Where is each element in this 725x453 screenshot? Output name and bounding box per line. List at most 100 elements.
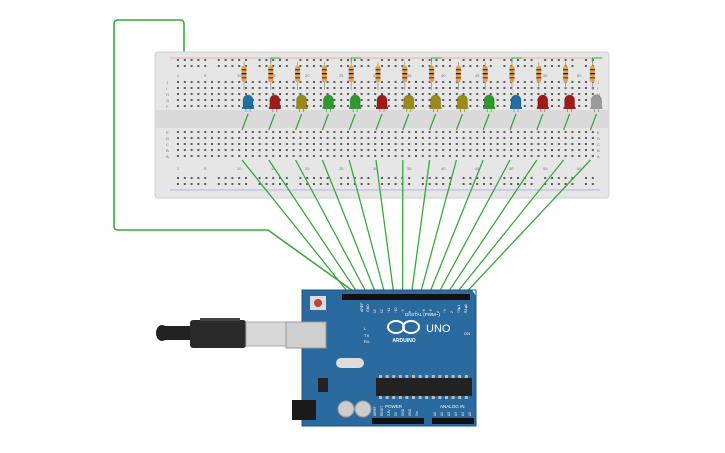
row-letter: E: [166, 130, 169, 135]
column-number: 10: [237, 73, 242, 78]
board-model-label: UNO: [426, 323, 451, 335]
power-pin-label: 3.3V: [387, 409, 391, 416]
row-letter: H: [166, 92, 169, 97]
arduino-logo-text: ARDUINO: [392, 338, 415, 344]
row-letter: D: [597, 136, 600, 141]
microcontroller-chip: [376, 375, 472, 399]
column-number: 10: [237, 166, 242, 171]
row-letter: E: [597, 130, 600, 135]
usb-port: [285, 321, 327, 349]
led[interactable]: [349, 94, 361, 109]
jumper-wire[interactable]: [427, 113, 490, 297]
jumper-wire[interactable]: [401, 113, 410, 297]
led[interactable]: [296, 94, 308, 109]
jumper-wire[interactable]: [268, 113, 361, 297]
led[interactable]: [590, 94, 602, 109]
digital-pin-label: ~3: [443, 309, 447, 313]
jumper-wire[interactable]: [436, 113, 517, 297]
digital-pin-label: ~6: [422, 309, 426, 313]
jumper-wire[interactable]: [419, 113, 464, 297]
rx-label: RX: [364, 339, 370, 344]
digital-pin-label: RX◀0: [464, 304, 468, 313]
column-number: 5: [204, 166, 207, 171]
analog-pin-label: A2: [447, 412, 451, 416]
row-letter: J: [597, 80, 599, 85]
column-number: 5: [204, 73, 207, 78]
led[interactable]: [510, 94, 522, 109]
row-letter: G: [166, 98, 169, 103]
row-letter: J: [166, 80, 168, 85]
jumper-wire[interactable]: [348, 113, 387, 297]
digital-pin-label: TX▶1: [457, 304, 461, 313]
jumper-wire[interactable]: [241, 113, 352, 297]
row-letter: H: [597, 92, 600, 97]
reset-button[interactable]: [310, 296, 326, 310]
power-pin-label: GND: [408, 408, 412, 416]
digital-pin-label: ~10: [394, 307, 398, 313]
column-number: 60: [577, 166, 582, 171]
arduino-logo-icon: [387, 320, 420, 334]
column-number: 1: [177, 73, 180, 78]
power-pin-label: GND: [401, 408, 405, 416]
column-number: 50: [509, 166, 514, 171]
column-number: 45: [475, 166, 480, 171]
jumper-wire[interactable]: [294, 113, 369, 297]
row-letter: D: [166, 136, 169, 141]
led[interactable]: [564, 94, 576, 109]
jumper-wire[interactable]: [445, 113, 544, 297]
jumper-wire[interactable]: [453, 113, 571, 297]
usb-cable[interactable]: [156, 318, 287, 348]
column-number: 25: [339, 166, 344, 171]
jumper-wire[interactable]: [375, 113, 395, 297]
digital-label: DIGITAL (PWM~): [405, 312, 440, 317]
led[interactable]: [537, 94, 549, 109]
column-number: 35: [407, 166, 412, 171]
column-number: 40: [441, 73, 446, 78]
column-number: 35: [407, 73, 412, 78]
power-pin-label: 5V: [394, 411, 398, 416]
led[interactable]: [430, 94, 442, 109]
led[interactable]: [483, 94, 495, 109]
digital-pin-label: ~9: [401, 309, 405, 313]
gnd-label: GND: [366, 304, 370, 312]
jumper-wire[interactable]: [321, 113, 378, 297]
analog-pin-label: A3: [454, 412, 458, 416]
digital-pin-label: 13: [373, 309, 377, 313]
aref-label: AREF: [360, 303, 364, 312]
row-letter: C: [166, 142, 169, 147]
power-label: POWER: [385, 404, 403, 409]
row-letter: F: [166, 104, 169, 109]
column-number: 40: [441, 166, 446, 171]
power-pin-label: Vin: [415, 411, 419, 416]
led[interactable]: [403, 94, 415, 109]
column-number: 30: [373, 166, 378, 171]
digital-pin-label: ~5: [429, 309, 433, 313]
led[interactable]: [322, 94, 334, 109]
digital-pin-label: 8: [408, 311, 412, 313]
l-label: L: [364, 326, 367, 331]
digital-pin-label: ~11: [387, 308, 391, 313]
analog-pin-label: A1: [440, 412, 444, 416]
column-number: 55: [543, 73, 548, 78]
arduino-uno-board[interactable]: ARDUINO UNO DIGITAL (PWM~) POWER ANALOG …: [285, 289, 477, 427]
row-letter: C: [597, 142, 600, 147]
led[interactable]: [242, 94, 254, 109]
column-number: 20: [305, 166, 310, 171]
analog-pin-label: A5: [468, 412, 472, 416]
digital-pin-label: 12: [380, 309, 384, 313]
digital-pin-label: 7: [415, 311, 419, 313]
column-number: 25: [339, 73, 344, 78]
jumper-wire[interactable]: [410, 113, 437, 297]
led[interactable]: [269, 94, 281, 109]
analog-pin-label: A4: [461, 412, 465, 416]
row-letter: B: [166, 148, 169, 153]
ground-wire[interactable]: [113, 19, 361, 297]
led[interactable]: [456, 94, 468, 109]
led[interactable]: [376, 94, 388, 109]
jumper-wire[interactable]: [462, 113, 598, 297]
column-number: 45: [475, 73, 480, 78]
on-label: ON: [464, 331, 470, 336]
analog-pin-label: A0: [433, 412, 437, 416]
analog-label: ANALOG IN: [440, 404, 465, 409]
